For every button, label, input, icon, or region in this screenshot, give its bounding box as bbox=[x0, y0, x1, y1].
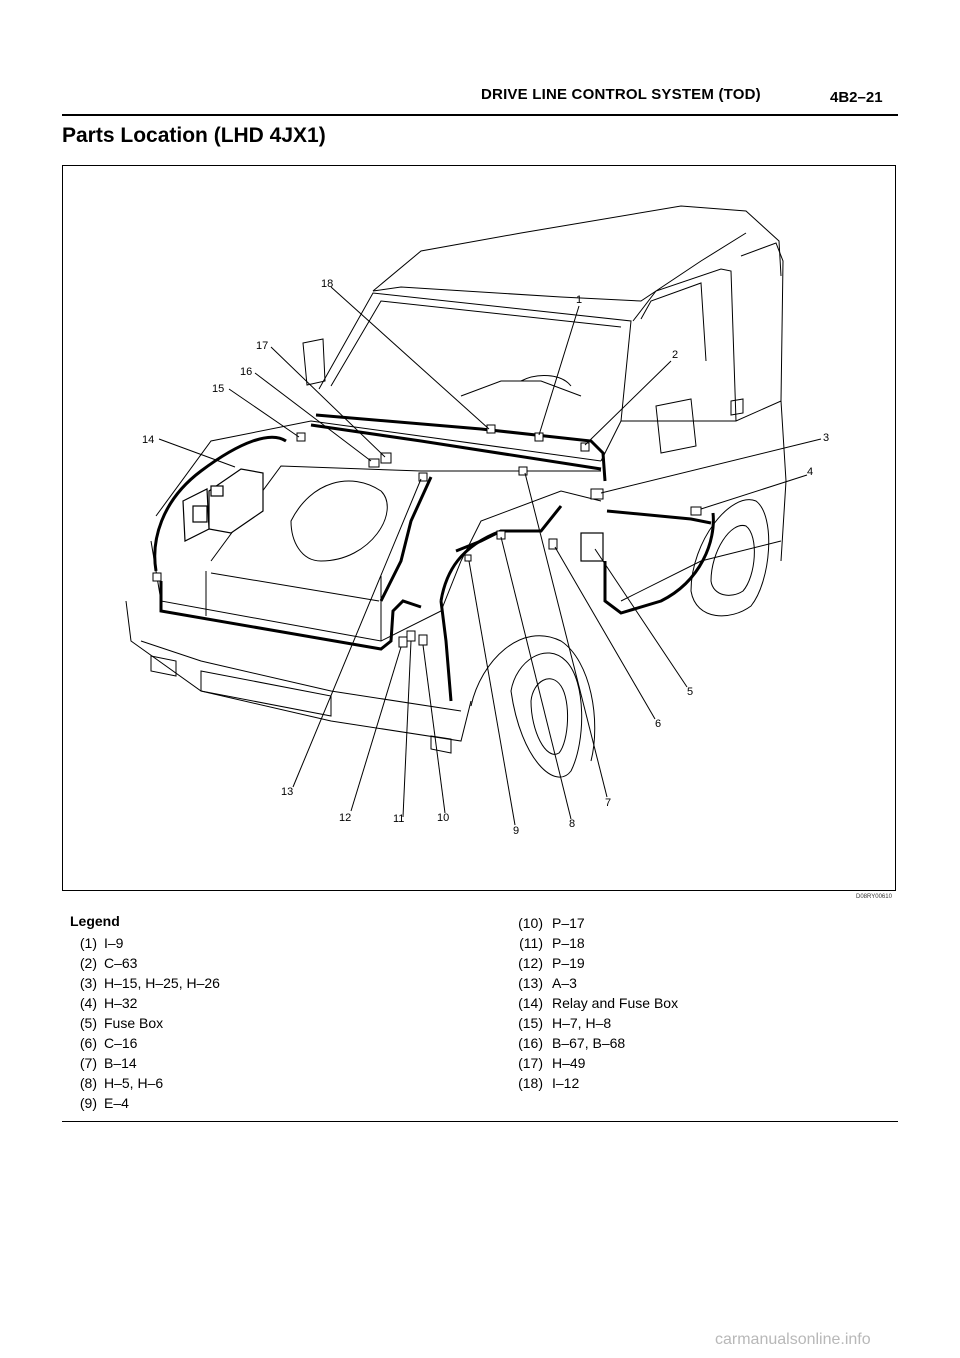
legend-text: Relay and Fuse Box bbox=[552, 995, 679, 1011]
legend-number: (13) bbox=[518, 975, 543, 991]
legend-item: (9) E–4 bbox=[62, 1093, 129, 1113]
legend-text: C–16 bbox=[104, 1035, 138, 1051]
legend-text: E–4 bbox=[104, 1095, 129, 1111]
legend-item: (11) P–18 bbox=[505, 933, 585, 953]
callout-18: 18 bbox=[321, 278, 333, 290]
legend-number: (14) bbox=[518, 995, 543, 1011]
legend-item: (12) P–19 bbox=[505, 953, 585, 973]
legend-item: (6) C–16 bbox=[62, 1033, 138, 1053]
connectors bbox=[152, 424, 702, 648]
callout-17: 17 bbox=[256, 340, 268, 352]
callout-10: 10 bbox=[437, 812, 449, 824]
parts-location-figure: 1 2 3 4 5 6 7 8 9 10 11 12 13 14 15 16 1… bbox=[62, 165, 896, 891]
footer-divider bbox=[62, 1121, 898, 1122]
legend-number: (9) bbox=[79, 1095, 97, 1111]
callout-3: 3 bbox=[823, 432, 829, 444]
callout-4: 4 bbox=[807, 466, 813, 478]
callout-7: 7 bbox=[605, 797, 611, 809]
legend-text: Fuse Box bbox=[104, 1015, 164, 1031]
leader-lines bbox=[158, 286, 822, 826]
legend-text: P–19 bbox=[552, 955, 585, 971]
callout-9: 9 bbox=[513, 825, 519, 837]
site-watermark: carmanualsonline.info bbox=[715, 1331, 871, 1348]
callout-5: 5 bbox=[687, 686, 693, 698]
legend-number: (7) bbox=[79, 1055, 97, 1071]
legend-text: P–18 bbox=[552, 935, 585, 951]
section-title: DRIVE LINE CONTROL SYSTEM (TOD) bbox=[481, 86, 761, 103]
legend-item: (18) I–12 bbox=[505, 1073, 579, 1093]
callout-15: 15 bbox=[212, 383, 224, 395]
legend-text: H–49 bbox=[552, 1055, 586, 1071]
legend-number: (16) bbox=[518, 1035, 543, 1051]
wiring-harness bbox=[153, 413, 715, 702]
figure-id: D08RY00610 bbox=[856, 894, 892, 900]
legend-text: B–14 bbox=[104, 1055, 137, 1071]
callout-11: 11 bbox=[393, 813, 404, 825]
legend-number: (10) bbox=[518, 915, 543, 931]
legend-item: (15) H–7, H–8 bbox=[505, 1013, 611, 1033]
legend-number: (8) bbox=[79, 1075, 97, 1091]
fuse-box bbox=[580, 532, 604, 562]
callout-2: 2 bbox=[672, 349, 678, 361]
callout-6: 6 bbox=[655, 718, 661, 730]
page-number: 4B2–21 bbox=[830, 89, 883, 106]
page-title: Parts Location (LHD 4JX1) bbox=[62, 124, 326, 147]
legend-item: (3) H–15, H–25, H–26 bbox=[62, 973, 220, 993]
legend-number: (2) bbox=[79, 955, 97, 971]
legend-number: (5) bbox=[79, 1015, 97, 1031]
legend-number: (11) bbox=[519, 935, 543, 951]
legend-left-column: (1) I–9 (2) C–63 (3) H–15, H–25, H–26 (4) H–… bbox=[62, 933, 220, 1113]
legend-item: (10) P–17 bbox=[505, 913, 585, 933]
legend-item: (17) H–49 bbox=[505, 1053, 585, 1073]
legend-item: (7) B–14 bbox=[62, 1053, 137, 1073]
legend-text: I–9 bbox=[104, 935, 124, 951]
legend-number: (4) bbox=[79, 995, 97, 1011]
legend-number: (3) bbox=[79, 975, 97, 991]
legend-item: (1) I–9 bbox=[62, 933, 124, 953]
legend-text: H–15, H–25, H–26 bbox=[104, 975, 220, 991]
callout-14: 14 bbox=[142, 434, 154, 446]
legend-item: (4) H–32 bbox=[62, 993, 138, 1013]
legend-item: (8) H–5, H–6 bbox=[62, 1073, 163, 1093]
legend-title: Legend bbox=[70, 913, 120, 929]
callout-8: 8 bbox=[569, 818, 575, 830]
callout-12: 12 bbox=[339, 812, 351, 824]
legend-text: P–17 bbox=[552, 915, 585, 931]
callout-1: 1 bbox=[576, 294, 582, 306]
legend-item: (2) C–63 bbox=[62, 953, 138, 973]
legend-item: (5) Fuse Box bbox=[62, 1013, 163, 1033]
legend-item: (13) A–3 bbox=[505, 973, 577, 993]
legend-text: B–67, B–68 bbox=[552, 1035, 626, 1051]
header-divider bbox=[62, 114, 898, 116]
legend-right-column: (10) P–17 (11) P–18 (12) P–19 (13) A–3 (14) R… bbox=[505, 913, 678, 1093]
legend-number: (6) bbox=[79, 1035, 97, 1051]
legend-text: A–3 bbox=[552, 975, 577, 991]
legend-number: (15) bbox=[518, 1015, 543, 1031]
callout-13: 13 bbox=[281, 786, 293, 798]
legend-text: C–63 bbox=[104, 955, 138, 971]
legend-item: (16) B–67, B–68 bbox=[505, 1033, 625, 1053]
legend-text: H–7, H–8 bbox=[552, 1015, 612, 1031]
legend-number: (18) bbox=[518, 1075, 543, 1091]
legend-number: (17) bbox=[518, 1055, 543, 1071]
legend-text: I–12 bbox=[552, 1075, 580, 1091]
callout-16: 16 bbox=[240, 366, 252, 378]
vehicle-wiring-diagram: 1 2 3 4 5 6 7 8 9 10 11 12 13 14 15 16 1… bbox=[125, 205, 829, 837]
legend-text: H–5, H–6 bbox=[104, 1075, 164, 1091]
legend-number: (12) bbox=[518, 955, 543, 971]
relay-fuse-box bbox=[182, 468, 264, 542]
legend-number: (1) bbox=[79, 935, 97, 951]
legend-item: (14) Relay and Fuse Box bbox=[505, 993, 678, 1013]
legend-text: H–32 bbox=[104, 995, 138, 1011]
